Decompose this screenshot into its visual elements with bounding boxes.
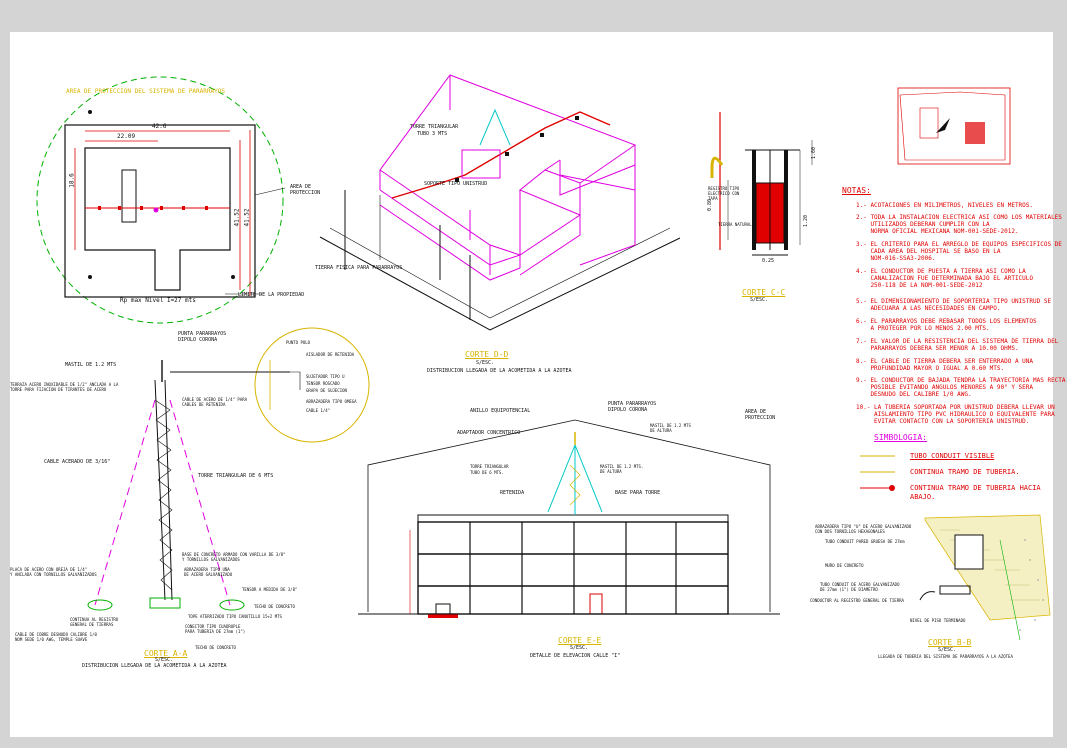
mast-base: BASE DE CONCRETO ARMADO CON VARILLA DE 3… bbox=[182, 552, 286, 562]
mast-torre: TORRE TRIANGULAR DE 6 MTS bbox=[198, 473, 274, 479]
isometric-view bbox=[319, 74, 681, 331]
note-item: 2.- TODA LA INSTALACION ELECTRICA ASI CO… bbox=[856, 214, 1062, 235]
plan-dim-right1: 41.52 bbox=[233, 208, 241, 227]
mast-detail-item: TENSOR ROSCADO bbox=[306, 381, 340, 386]
corte-c-scale: S/ESC. bbox=[750, 297, 769, 303]
plan-area-label: AREA DE PROTECCION bbox=[290, 184, 321, 196]
mast-detail-item: SUJETADOR TIPO U bbox=[306, 374, 345, 379]
mast-techo-1: TECHO DE CONCRETO bbox=[254, 604, 295, 609]
corte-b-title: CORTE B-B bbox=[928, 638, 972, 647]
plan-limit-label: LIMITE DE LA PROPIEDAD bbox=[238, 292, 305, 298]
mast-punto-polo: PUNTO POLO bbox=[286, 340, 311, 345]
plan-view bbox=[36, 76, 286, 324]
corte-b-label-1: ABRAZADERA TIPO "U" DE ACERO GALVANIZADO… bbox=[815, 524, 912, 534]
mast-punta: PUNTA PARARRAYOS DIPOLO CORONA bbox=[178, 331, 227, 343]
plan-dim-total: 42.6 bbox=[152, 123, 167, 130]
section-b-b bbox=[919, 514, 1051, 641]
corte-c-label-1: REGISTRO TIPO ELECTRICO CON TAPA bbox=[708, 186, 740, 201]
elev-mastil-2: MASTIL DE 1.2 MTS. DE ALTURA bbox=[600, 464, 644, 474]
elev-adaptador: ADAPTADOR CONCENTRICO bbox=[457, 430, 521, 436]
plan-radius-label: Rp max Nivel I=27 mts bbox=[120, 297, 196, 304]
note-item: 10.- LA TUBERIA SOPORTADA POR UNISTRUD D… bbox=[856, 404, 1055, 425]
corte-b-label-3: MURO DE CONCRETO bbox=[825, 563, 864, 568]
elev-area: AREA DE PROTECCION bbox=[745, 409, 776, 421]
mast-terraza: TERRAZA ACERO INOXIDABLE DE 1/2" ANCLADA… bbox=[10, 382, 119, 392]
mast-placa: PLACA DE ACERO CON OREJA DE 1/4" Y ANCLA… bbox=[10, 567, 97, 577]
corte-b-label-2: TUBO CONDUIT PARED GRUESA DE 27mm bbox=[825, 539, 905, 544]
plan-dim-half: 22.09 bbox=[117, 133, 136, 140]
legend-item-abajo: CONTINUA TRAMO DE TUBERIA HACIA ABAJO. bbox=[910, 484, 1041, 501]
elev-base: BASE PARA TORRE bbox=[615, 490, 661, 496]
note-item: 1.- ACOTACIONES EN MILIMETROS, NIVELES E… bbox=[856, 202, 1034, 209]
corte-b-label-6: NIVEL DE PISO TERMINADO bbox=[910, 618, 966, 623]
legend-item-visible: TUBO CONDUIT VISIBLE bbox=[910, 452, 995, 460]
iso-soporte-label: SOPORTE TIPO UNISTRUD bbox=[424, 181, 488, 187]
corte-b-label-5: CONDUCTOR AL REGISTRO GENERAL DE TIERRA bbox=[810, 598, 904, 603]
elev-torre: TORRE TRIANGULAR TUBO DE 6 MTS. bbox=[470, 464, 509, 475]
elev-mastil: MASTIL DE 1.2 MTS DE ALTURA bbox=[650, 423, 691, 433]
mast-detail-item: GRAPA DE SUJECION bbox=[306, 388, 347, 393]
note-item: 4.- EL CONDUCTOR DE PUESTA A TIERRA ASI … bbox=[856, 268, 1034, 289]
mast-techo-2: TECHO DE CONCRETO bbox=[195, 645, 236, 650]
mast-tensor: TENSOR A MEDIDA DE 3/8" bbox=[242, 587, 298, 592]
mast-continua: CONTINUA AL REGISTRO GENERAL DE TIERRAS bbox=[70, 617, 119, 627]
elevation-e-e bbox=[358, 419, 780, 618]
mast-cable-cobre: CABLE DE COBRE DESNUDO CALIBRE 1/0 NOM S… bbox=[15, 632, 97, 642]
mast-caption: DISTRIBUCION LLEGADA DE LA ACOMETIDA A L… bbox=[82, 663, 227, 669]
corte-c-dim-c: 1.20 bbox=[803, 214, 810, 228]
corte-c-dim-a: 1.60 bbox=[811, 146, 818, 160]
mast-detail-item: ABRAZADERA TIPO OMEGA bbox=[306, 399, 357, 404]
corte-b-caption: LLEGADA DE TUBERIA DEL SISTEMA DE PARARR… bbox=[878, 654, 1013, 659]
corte-c-dim-d: 0.25 bbox=[762, 258, 775, 264]
corte-c-title: CORTE C-C bbox=[742, 288, 786, 297]
legend-symbols bbox=[860, 455, 895, 491]
iso-torre-label: TORRE TRIANGULAR bbox=[410, 124, 459, 130]
corte-d-scale: S/ESC. bbox=[476, 360, 495, 366]
elev-punta: PUNTA PARARRAYOS DIPOLO CORONA bbox=[608, 401, 657, 413]
iso-torre-sub: TUBO 3 MTS bbox=[417, 131, 448, 137]
mast-cable-tirantes: CABLE DE ACERO DE 1/4" PARA CABLES DE RE… bbox=[182, 397, 248, 407]
plan-dim-right2: 41.52 bbox=[243, 208, 251, 227]
elev-caption: DETALLE DE ELEVACION CALLE "I" bbox=[530, 653, 621, 659]
legend-item-continua: CONTINUA TRAMO DE TUBERIA. bbox=[910, 468, 1020, 476]
mast-mastil: MASTIL DE 1.2 MTS bbox=[65, 362, 117, 368]
corte-d-caption: DISTRIBUCION LLEGADA DE LA ACOMETIDA A L… bbox=[427, 368, 572, 374]
mast-abrazadera: ABRAZADERA TIPO UÑA DE ACERO GALVANIZADO bbox=[184, 567, 233, 577]
mast-scale: S/ESC. bbox=[155, 657, 174, 663]
corte-b-label-4: TUBO CONDUIT DE ACERO GALVANIZADO DE 27m… bbox=[820, 582, 900, 592]
drawing-geometry bbox=[36, 74, 1051, 641]
elev-title: CORTE E-E bbox=[558, 636, 602, 645]
iso-tierra-label: TIERRA FISICA PARA PARARRAYOS bbox=[315, 265, 403, 271]
legend-header: SIMBOLOGIA: bbox=[874, 433, 927, 442]
mast-detail bbox=[87, 327, 370, 611]
elev-retenida: RETENIDA bbox=[500, 490, 525, 496]
corte-d-title: CORTE D-D bbox=[465, 350, 509, 359]
notes-header: NOTAS: bbox=[842, 186, 871, 195]
note-item: 7.- EL VALOR DE LA RESISTENCIA DEL SISTE… bbox=[856, 338, 1059, 352]
key-map bbox=[897, 87, 1011, 165]
mast-detail-item: AISLADOR DE RETENIDA bbox=[306, 352, 355, 357]
corte-b-scale: S/ESC. bbox=[938, 647, 957, 653]
note-item: 5.- EL DIMENSIONAMIENTO DE SOPORTERIA TI… bbox=[856, 298, 1052, 312]
mast-tope: TOPE ATERRIZADO TIPO CANUTILLO 15+2 MTS bbox=[188, 614, 282, 619]
note-item: 6.- EL PARARRAYOS DEBE REBASAR TODOS LOS… bbox=[856, 318, 1037, 332]
elev-anillo: ANILLO EQUIPOTENCIAL bbox=[470, 408, 531, 414]
mast-title: CORTE A-A bbox=[144, 649, 188, 658]
corte-c-label-2: TIERRA NATURAL bbox=[718, 222, 752, 227]
section-c-c bbox=[710, 112, 813, 256]
note-item: 3.- EL CRITERIO PARA EL ARREGLO DE EQUIP… bbox=[856, 241, 1062, 262]
mast-cable-acero: CABLE ACERADO DE 3/16" bbox=[44, 459, 111, 465]
mast-conector: CONECTOR TIPO CUADRUPLE PARA TUBERIA DE … bbox=[185, 624, 246, 634]
note-item: 9.- EL CONDUCTOR DE BAJADA TENDRA LA TRA… bbox=[856, 377, 1066, 398]
mast-detail-item: CABLE 1/4" bbox=[306, 408, 331, 413]
drawing-sheet[interactable]: AREA DE PROTECCION DEL SISTEMA DE PARARR… bbox=[10, 32, 1066, 737]
note-item: 8.- EL CABLE DE TIERRA DEBERA SER ENTERR… bbox=[856, 358, 1034, 372]
plan-title: AREA DE PROTECCION DEL SISTEMA DE PARARR… bbox=[66, 88, 225, 95]
elev-scale: S/ESC. bbox=[570, 645, 589, 651]
plan-dim-side: 18.6 bbox=[68, 173, 76, 188]
